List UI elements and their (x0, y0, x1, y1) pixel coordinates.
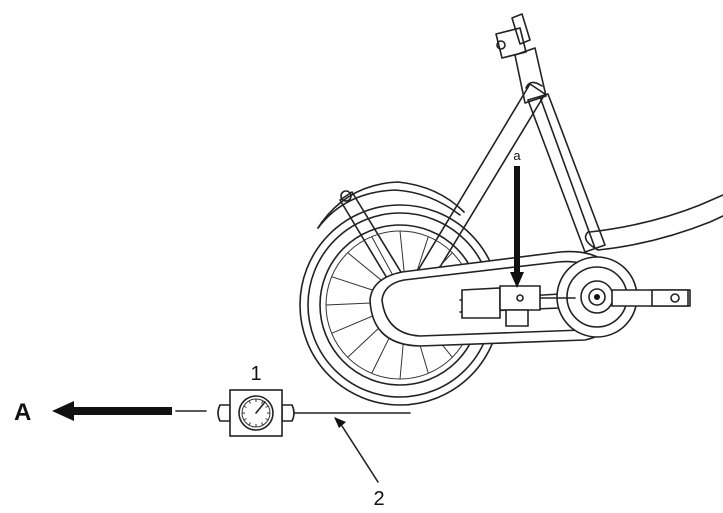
gauge-tick (248, 400, 251, 404)
gauge-tick (265, 405, 269, 408)
pull-direction-arrow (52, 401, 207, 421)
gauge-tick (248, 422, 251, 426)
test-clamp (461, 285, 576, 327)
cable-callout-leader (334, 417, 379, 483)
force-gauge-icon (217, 389, 295, 437)
gauge-tick (265, 418, 269, 421)
downward-force-arrow (510, 166, 524, 288)
downward-force-label: a (513, 148, 521, 163)
rear-fender (317, 181, 465, 229)
gauge-tick (243, 405, 247, 408)
cable-number: 2 (373, 488, 384, 510)
seat-post (495, 13, 547, 104)
down-tube (584, 194, 723, 251)
gauge-number: 1 (250, 363, 261, 385)
gauge-tick (261, 400, 264, 404)
seat-tube (527, 93, 606, 253)
gauge-tick (261, 422, 264, 426)
gauge-ticks (242, 399, 270, 427)
crank-arm (611, 289, 691, 307)
pull-direction-label: A (14, 399, 31, 426)
gauge-tick (243, 418, 247, 421)
